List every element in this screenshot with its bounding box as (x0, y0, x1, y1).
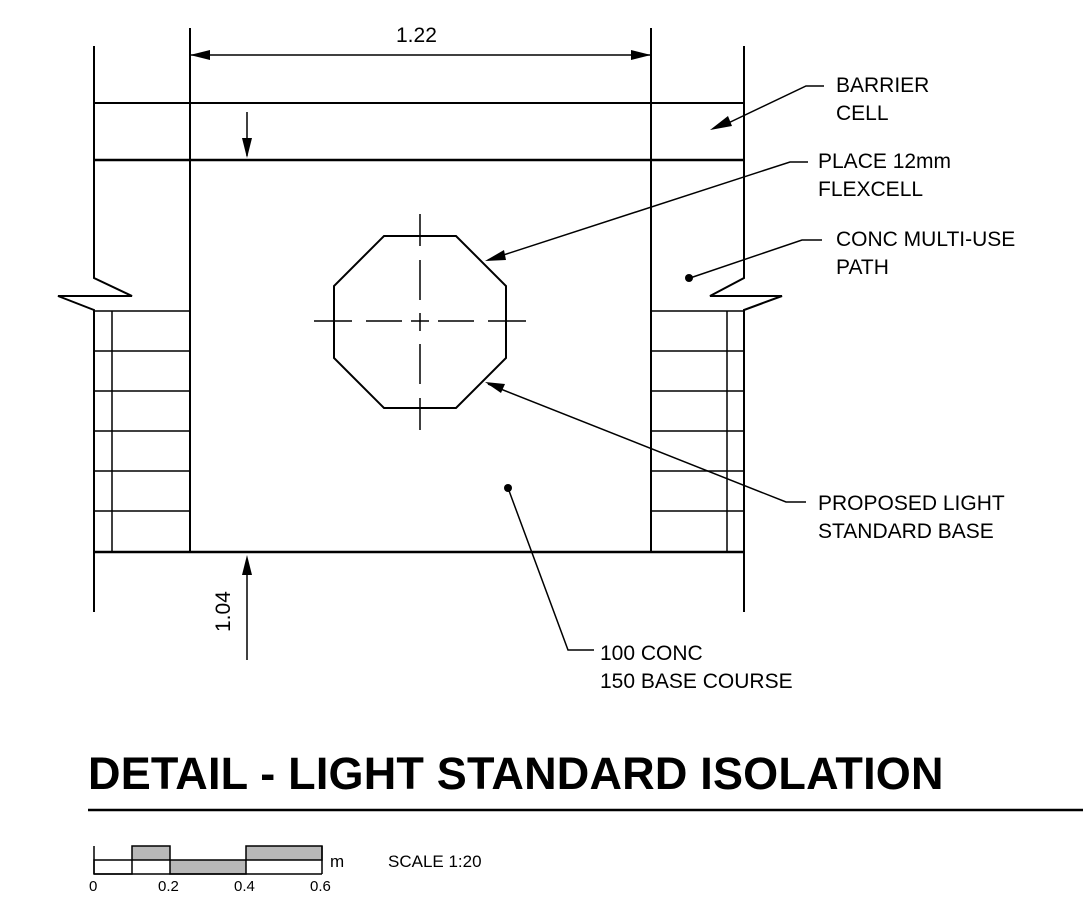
light-base-arrow (485, 382, 505, 393)
light-base-line-2: STANDARD BASE (818, 520, 994, 543)
drawing-title: DETAIL - LIGHT STANDARD ISOLATION (88, 748, 944, 799)
path-dot (685, 274, 693, 282)
flexcell-line-1: PLACE 12mm (818, 150, 952, 173)
flexcell-label: PLACE 12mm FLEXCELL (818, 148, 951, 204)
barrier-cell-leader (721, 85, 824, 127)
barrier-cell-line-2: CELL (836, 102, 889, 125)
flexcell-line-2: FLEXCELL (818, 178, 924, 201)
light-base-leader (487, 383, 806, 503)
scale-tick-0-4: 0.4 (234, 878, 255, 895)
base-course-line-1: 100 CONC (600, 642, 703, 665)
scale-tick-0-6: 0.6 (310, 878, 331, 895)
base-course-line-2: 150 BASE COURSE (600, 670, 793, 693)
depth-dimension-label: 1.04 (212, 591, 235, 632)
multi-use-path-label: CONC MULTI-USE PATH (836, 226, 1015, 282)
scale-tick-0: 0 (89, 878, 98, 895)
scale-text: SCALE 1:20 (388, 852, 482, 871)
width-dimension-label: 1.22 (396, 24, 437, 47)
light-standard-octagon (333, 235, 507, 409)
width-arrow-right (631, 50, 651, 60)
multi-use-path-leader (689, 239, 822, 279)
width-arrow-left (190, 50, 210, 60)
scale-tick-0-2: 0.2 (158, 878, 179, 895)
octagon-centerlines (314, 214, 526, 430)
right-block-hatch (650, 310, 745, 553)
barrier-cell-line-1: BARRIER (836, 74, 930, 97)
flexcell-leader (487, 161, 808, 261)
barrier-cell-label: BARRIER CELL (836, 72, 929, 128)
barrier-cell-arrow (710, 116, 732, 130)
right-wall-line (709, 46, 783, 612)
multi-use-path-line-2: PATH (836, 256, 889, 279)
light-base-label: PROPOSED LIGHT STANDARD BASE (818, 490, 1005, 546)
base-dot (504, 484, 512, 492)
flexcell-arrow (485, 250, 506, 261)
depth-arrow-bottom (242, 555, 252, 575)
scale-unit: m (330, 852, 345, 871)
left-block-hatch (93, 310, 191, 553)
light-base-line-1: PROPOSED LIGHT (818, 492, 1005, 515)
left-wall-line (57, 46, 133, 612)
base-course-label: 100 CONC 150 BASE COURSE (600, 640, 793, 696)
depth-arrow-top (242, 138, 252, 158)
base-course-leader (507, 487, 594, 651)
scale-bar (93, 845, 323, 875)
multi-use-path-line-1: CONC MULTI-USE (836, 228, 1016, 251)
